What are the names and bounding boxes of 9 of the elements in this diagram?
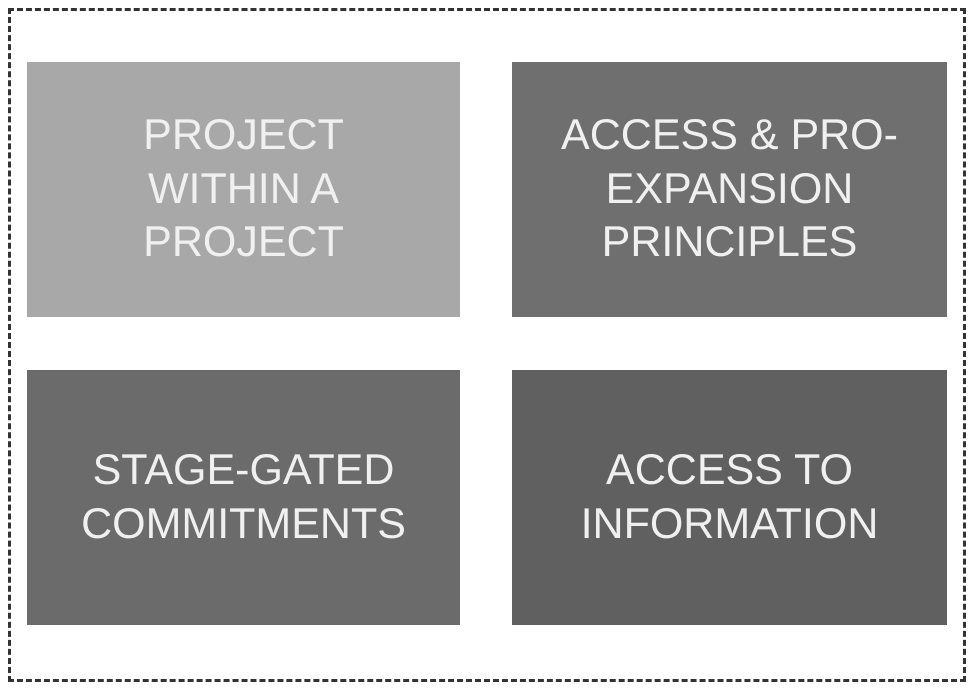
text-box (27, 62, 460, 317)
box-title: ACCESS & PRO-EXPANSION PRINCIPLES (560, 110, 899, 268)
dashed-frame (8, 8, 966, 682)
box-title: PROJECT WITHIN A PROJECT (142, 110, 345, 268)
box-title: ACCESS TO INFORMATION (580, 444, 880, 550)
text-box (512, 370, 947, 625)
text-box (512, 62, 947, 317)
text-box (27, 370, 460, 625)
box-title: STAGE-GATED COMMITMENTS (80, 444, 407, 550)
